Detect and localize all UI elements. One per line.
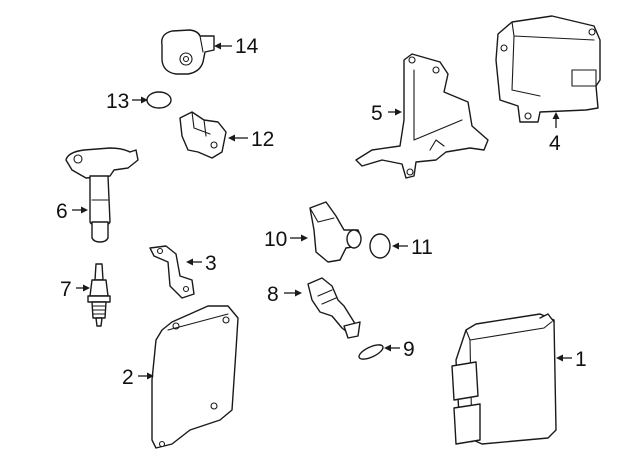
- callout-9: 9: [403, 338, 415, 361]
- callout-8: 8: [267, 283, 279, 306]
- part-1-control-module: [451, 313, 557, 445]
- callout-4: 4: [549, 132, 561, 155]
- callout-11: 11: [411, 236, 433, 259]
- callout-1: 1: [575, 348, 587, 371]
- callout-7: 7: [60, 278, 72, 301]
- callout-6: 6: [56, 200, 68, 223]
- leader-lines: [72, 42, 572, 380]
- part-10-sensor: [309, 201, 362, 263]
- part-13-o-ring: [146, 91, 172, 109]
- callout-3: 3: [205, 252, 217, 275]
- callout-labels: 14 13 12 6 7 3 2 5 4 10 11 8 9 1: [56, 35, 587, 389]
- part-5-mounting-bracket: [355, 53, 489, 179]
- callout-14: 14: [235, 35, 259, 58]
- part-11-o-ring: [369, 233, 391, 259]
- part-8-sensor: [307, 277, 361, 339]
- part-6-ignition-coil: [65, 147, 139, 243]
- callout-5: 5: [371, 102, 383, 125]
- part-2-cover-plate: [151, 305, 239, 449]
- part-7-spark-plug: [87, 263, 111, 327]
- callout-12: 12: [251, 128, 274, 151]
- part-14-knock-sensor: [161, 29, 215, 75]
- part-3-bracket: [149, 245, 195, 299]
- callout-13: 13: [106, 90, 129, 113]
- part-4-control-module: [495, 15, 601, 123]
- part-12-position-sensor: [179, 111, 227, 159]
- part-9-o-ring: [358, 344, 384, 360]
- callout-10: 10: [264, 228, 287, 251]
- callout-2: 2: [122, 366, 134, 389]
